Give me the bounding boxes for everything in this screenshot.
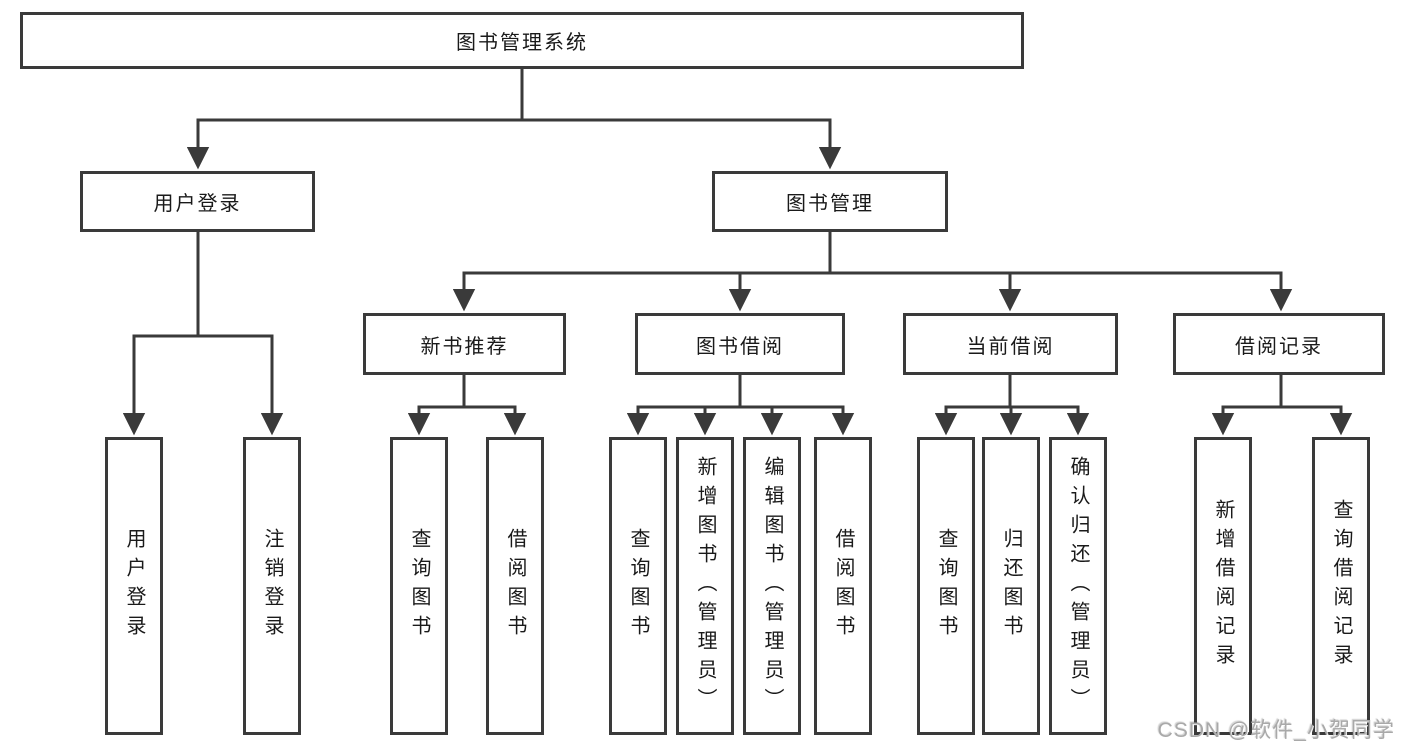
- leaf-query-books: 查询图书: [609, 437, 667, 735]
- leaf-confirm-return-admin-label: 确认归还（管理员）: [1067, 455, 1089, 717]
- leaf-logout: 注销登录: [243, 437, 301, 735]
- leaf-user-login-label: 用户登录: [123, 528, 145, 644]
- node-new-book-recommend: 新书推荐: [363, 313, 566, 375]
- leaf-query-borrow-record: 查询借阅记录: [1312, 437, 1370, 735]
- leaf-query-books-label: 查询图书: [408, 528, 430, 644]
- node-book-management: 图书管理: [712, 171, 948, 232]
- leaf-user-login: 用户登录: [105, 437, 163, 735]
- leaf-edit-book-admin: 编辑图书（管理员）: [743, 437, 801, 735]
- leaf-borrow-books-label: 借阅图书: [832, 528, 854, 644]
- leaf-query-books-label: 查询图书: [935, 528, 957, 644]
- leaf-return-book-label: 归还图书: [1000, 528, 1022, 644]
- node-book-borrowing: 图书借阅: [635, 313, 845, 375]
- node-book-management-label: 图书管理: [786, 193, 874, 215]
- leaf-borrow-books-label: 借阅图书: [504, 528, 526, 644]
- leaf-add-borrow-record: 新增借阅记录: [1194, 437, 1252, 735]
- leaf-return-book: 归还图书: [982, 437, 1040, 735]
- node-borrowing-records: 借阅记录: [1173, 313, 1385, 375]
- node-user-login-label: 用户登录: [153, 193, 242, 215]
- node-user-login: 用户登录: [80, 171, 315, 232]
- leaf-add-borrow-record-label: 新增借阅记录: [1212, 499, 1234, 673]
- leaf-confirm-return-admin: 确认归还（管理员）: [1049, 437, 1107, 735]
- leaf-borrow-books: 借阅图书: [486, 437, 544, 735]
- leaf-add-book-admin-label: 新增图书（管理员）: [694, 455, 716, 717]
- leaf-borrow-books: 借阅图书: [814, 437, 872, 735]
- leaf-query-books: 查询图书: [917, 437, 975, 735]
- leaf-logout-label: 注销登录: [261, 528, 283, 644]
- leaf-query-borrow-record-label: 查询借阅记录: [1330, 499, 1352, 673]
- leaf-edit-book-admin-label: 编辑图书（管理员）: [761, 455, 783, 717]
- node-new-book-recommend-label: 新书推荐: [420, 335, 509, 358]
- leaf-query-books: 查询图书: [390, 437, 448, 735]
- leaf-query-books-label: 查询图书: [627, 528, 649, 644]
- csdn-watermark: CSDN @软件_小贺同学: [1157, 719, 1395, 742]
- node-current-borrowing-label: 当前借阅: [966, 335, 1055, 358]
- leaf-add-book-admin: 新增图书（管理员）: [676, 437, 734, 735]
- node-borrowing-records-label: 借阅记录: [1235, 335, 1323, 358]
- node-current-borrowing: 当前借阅: [903, 313, 1118, 375]
- node-book-borrowing-label: 图书借阅: [696, 335, 784, 358]
- node-library-system-label: 图书管理系统: [456, 32, 588, 54]
- node-library-system: 图书管理系统: [20, 12, 1024, 69]
